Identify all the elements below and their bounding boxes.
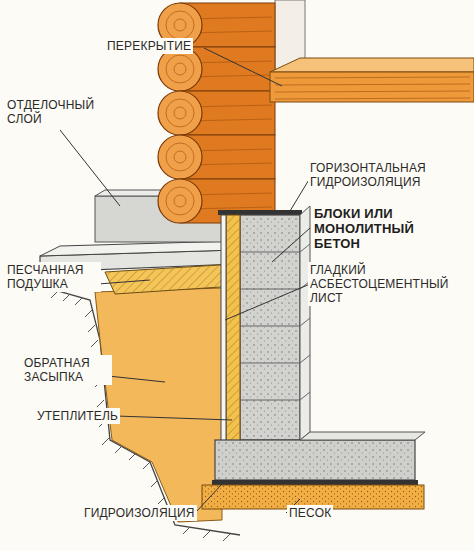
part-label: ГОРИЗОНТАЛЬНАЯ ГИДРОИЗОЛЯЦИЯ bbox=[308, 160, 470, 190]
part-label: ГИДРОИЗОЛЯЦИЯ bbox=[82, 505, 197, 521]
part-label: ОБРАТНАЯ ЗАСЫПКА bbox=[22, 355, 112, 385]
horizontal-waterproofing bbox=[218, 210, 302, 215]
asbestos-sheet bbox=[221, 215, 226, 460]
part-label: ОТДЕЛОЧНЫЙ СЛОЙ bbox=[5, 97, 104, 127]
part-label: ПЕСОК bbox=[287, 505, 333, 521]
waterproofing bbox=[212, 480, 418, 485]
part-label: ПЕСЧАННАЯ ПОДУШКА bbox=[5, 262, 101, 292]
part-label: УТЕПЛИТЕЛЬ bbox=[35, 408, 120, 424]
insulation bbox=[226, 215, 240, 460]
log-wall bbox=[158, 3, 275, 223]
floor-slab bbox=[270, 58, 474, 102]
part-label: ГЛАДКИЙ АСБЕСТОЦЕМЕНТНЫЙ ЛИСТ bbox=[308, 262, 470, 306]
blind-area-top bbox=[40, 241, 236, 256]
foundation-wall bbox=[240, 215, 300, 440]
part-label: БЛОКИ ИЛИ МОНОЛИТНЫЙ БЕТОН bbox=[312, 205, 456, 252]
part-label: ПЕРЕКРЫТИЕ bbox=[105, 38, 193, 54]
wall-side bbox=[300, 206, 310, 440]
footing bbox=[215, 440, 415, 480]
sand-cushion bbox=[105, 264, 236, 294]
